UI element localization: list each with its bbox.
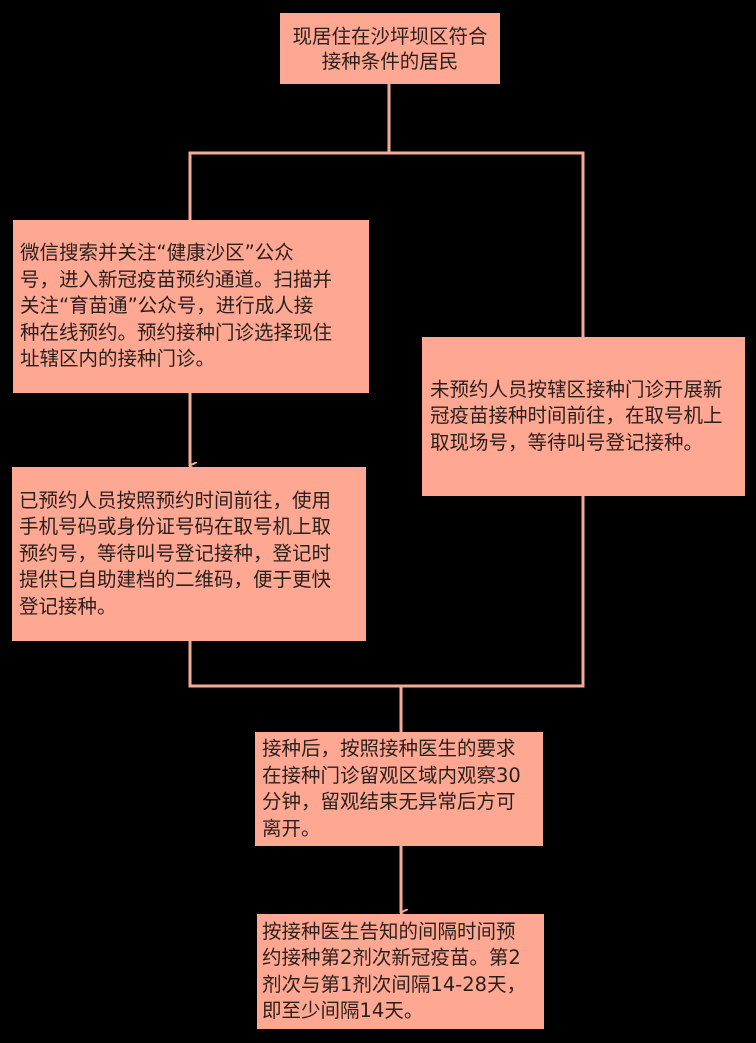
node-text-line: 登记接种。 <box>19 594 117 618</box>
node-text-line: 接种后，按照接种医生的要求 <box>262 737 516 760</box>
node-text-line: 取现场号，等待叫号登记接种。 <box>430 430 704 454</box>
node-text-line: 分钟，留观结束无异常后方可 <box>262 790 516 813</box>
node-text-line: 址辖区内的接种门诊。 <box>20 347 216 371</box>
node-text-line: 预约号，等待叫号登记接种，登记时 <box>19 541 332 565</box>
node-text-line: 剂次与第1剂次间隔14-28天， <box>262 972 527 996</box>
node-text-line: 离开。 <box>262 816 321 840</box>
node-text-line: 约接种第2剂次新冠疫苗。第2 <box>262 946 521 969</box>
node-text-line: 种在线预约。预约接种门诊选择现住 <box>20 320 333 344</box>
node-text-line: 微信搜索并关注“健康沙区”公众 <box>20 241 294 265</box>
node-text-line: 已预约人员按照预约时间前往，使用 <box>19 488 332 512</box>
node-text-line: 冠疫苗接种时间前往，在取号机上 <box>430 404 723 428</box>
node-booked-arrival: 已预约人员按照预约时间前往，使用 手机号码或身份证号码在取号机上取 预约号，等待… <box>12 467 366 641</box>
node-eligible-residents: 现居住在沙坪坝区符合 接种条件的居民 <box>280 13 500 84</box>
node-wechat-booking: 微信搜索并关注“健康沙区”公众 号，进入新冠疫苗预约通道。扫描并 关注“育苗通”… <box>13 220 369 393</box>
node-second-dose: 按接种医生告知的间隔时间预 约接种第2剂次新冠疫苗。第2 剂次与第1剂次间隔14… <box>257 914 544 1029</box>
node-text-line: 即至少间隔14天。 <box>262 999 424 1022</box>
node-text-line: 未预约人员按辖区接种门诊开展新 <box>430 377 723 401</box>
node-text-line: 现居住在沙坪坝区符合 <box>292 24 488 48</box>
node-text-line: 按接种医生告知的间隔时间预 <box>262 919 516 943</box>
node-text-line: 手机号码或身份证号码在取号机上取 <box>19 515 332 539</box>
node-text-line: 接种条件的居民 <box>321 49 459 73</box>
node-text-line: 号，进入新冠疫苗预约通道。扫描并 <box>20 267 333 291</box>
node-text-line: 关注“育苗通”公众号，进行成人接 <box>20 294 314 318</box>
node-text-line: 提供已自助建档的二维码，便于更快 <box>19 568 332 592</box>
node-post-vaccination-observation: 接种后，按照接种医生的要求 在接种门诊留观区域内观察30 分钟，留观结束无异常后… <box>255 732 543 846</box>
node-walk-in: 未预约人员按辖区接种门诊开展新 冠疫苗接种时间前往，在取号机上 取现场号，等待叫… <box>422 337 745 496</box>
node-text-line: 在接种门诊留观区域内观察30 <box>262 763 521 787</box>
